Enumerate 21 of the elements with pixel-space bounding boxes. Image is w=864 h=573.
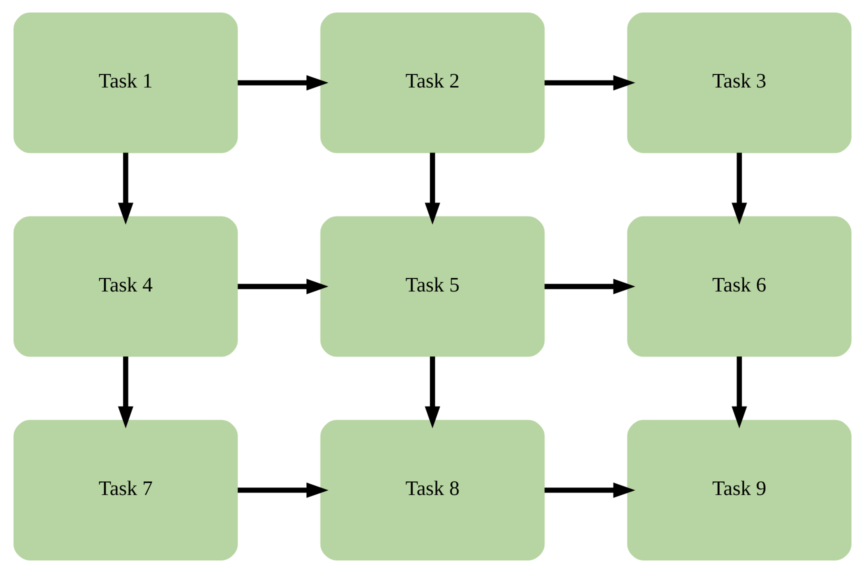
node-box: Task 2 (320, 12, 544, 154)
node-box: Task 8 (320, 420, 544, 560)
node-box: Task 6 (626, 216, 851, 357)
node-box: Task 7 (13, 420, 238, 560)
arrow (424, 152, 440, 225)
arrow (237, 482, 328, 498)
node-box: Task 1 (13, 12, 238, 154)
arrow (731, 356, 747, 428)
node-box: Task 3 (626, 12, 851, 154)
node-box: Task 5 (320, 216, 544, 357)
arrow (731, 152, 747, 225)
arrow (237, 75, 328, 90)
arrow (544, 278, 635, 294)
node-box: Task 4 (13, 216, 238, 357)
arrow (424, 356, 440, 428)
arrow (117, 356, 133, 428)
arrow (544, 482, 635, 498)
arrow (237, 278, 328, 294)
arrow (544, 75, 635, 90)
arrow (117, 152, 133, 225)
node-box: Task 9 (626, 420, 851, 560)
